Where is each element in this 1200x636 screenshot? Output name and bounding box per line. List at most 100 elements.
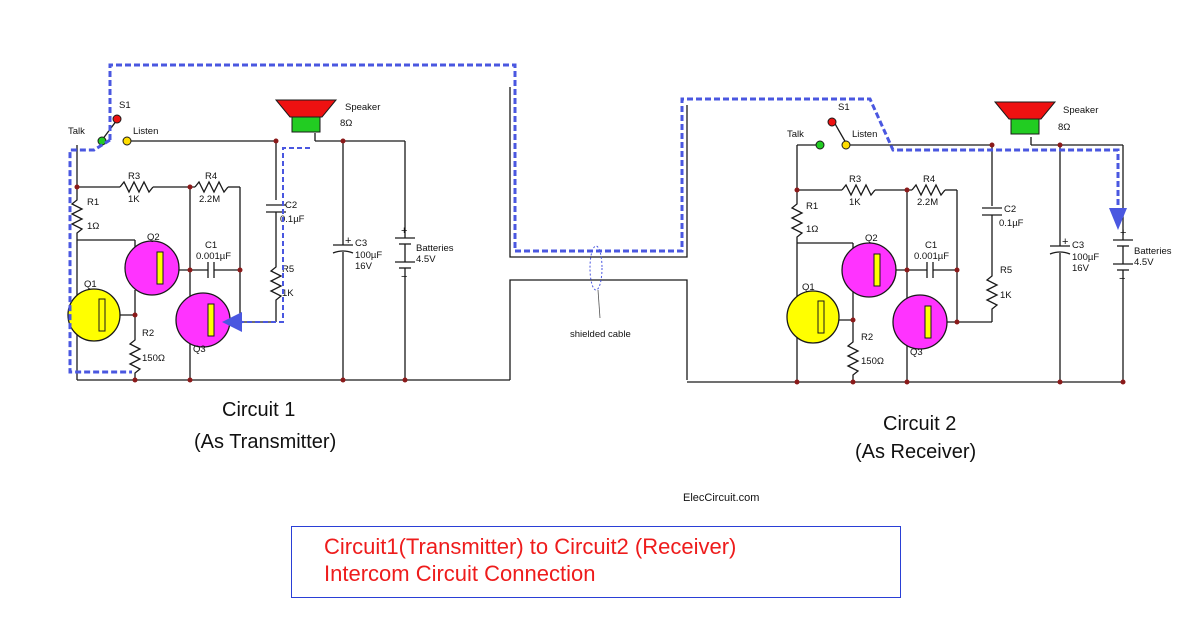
- r3-label: R3: [128, 171, 140, 182]
- r5-label: R5: [282, 264, 294, 275]
- listen-label: Listen: [852, 129, 877, 140]
- battery-plus: +: [1120, 227, 1126, 239]
- q1-label: Q1: [84, 279, 97, 290]
- caption-line-2: Intercom Circuit Connection: [324, 561, 596, 586]
- signal-arrow-circuit1: [222, 147, 310, 332]
- circuit1-title: Circuit 1: [222, 399, 295, 421]
- caption-box: Circuit1(Transmitter) to Circuit2 (Recei…: [291, 526, 901, 598]
- credit-text: ElecCircuit.com: [683, 492, 759, 504]
- transistor-q1-base: [98, 298, 106, 332]
- q3-label: Q3: [910, 347, 923, 358]
- r1-value: 1Ω: [87, 221, 99, 232]
- battery-plus: +: [401, 225, 407, 237]
- circuit-1-parts: + − +: [67, 99, 408, 383]
- c2-value: 0.1µF: [999, 218, 1024, 229]
- transistor-q1: [786, 290, 840, 344]
- r2-value: 150Ω: [861, 356, 884, 367]
- c2-value: 0.1µF: [280, 214, 305, 225]
- transistor-q3: [892, 294, 948, 350]
- transistor-q2-base: [156, 251, 164, 285]
- speaker-coil: [291, 116, 321, 133]
- r4-label: R4: [923, 174, 935, 185]
- switch-label: S1: [838, 102, 850, 113]
- circuit-1-labels: S1 Talk Listen Speaker 8Ω R1 1Ω R3 1K R4…: [68, 100, 454, 453]
- listen-label: Listen: [133, 126, 158, 137]
- r1-label: R1: [87, 197, 99, 208]
- r1-label: R1: [806, 201, 818, 212]
- transistor-q2-base: [873, 253, 881, 287]
- c3-value1: 100µF: [355, 250, 382, 261]
- battery-minus: −: [401, 271, 407, 283]
- c3-value2: 16V: [1072, 263, 1090, 274]
- r5-label: R5: [1000, 265, 1012, 276]
- q3-label: Q3: [193, 344, 206, 355]
- circuit1-subtitle: (As Transmitter): [194, 431, 336, 453]
- switch-talk: [815, 140, 825, 150]
- speaker-horn: [993, 101, 1057, 120]
- r5-value: 1K: [1000, 290, 1012, 301]
- r4-value: 2.2M: [917, 197, 938, 208]
- c3-value2: 16V: [355, 261, 373, 272]
- c3-plus: +: [1062, 236, 1068, 248]
- signal-arrow-circuit2: [1109, 208, 1127, 230]
- transistor-q2: [124, 240, 180, 296]
- c1-value: 0.001µF: [196, 251, 231, 262]
- r2-value: 150Ω: [142, 353, 165, 364]
- cable-label: shielded cable: [570, 329, 631, 340]
- c1-label: C1: [205, 240, 217, 251]
- talk-label: Talk: [787, 129, 804, 140]
- interconnect-cable: [509, 87, 688, 380]
- speaker-coil: [1010, 118, 1040, 135]
- r1-value: 1Ω: [806, 224, 818, 235]
- c2-label: C2: [285, 200, 297, 211]
- transistor-q3-base: [924, 305, 932, 339]
- batteries-label: Batteries: [416, 243, 454, 254]
- circuit-2: [687, 121, 1133, 383]
- r3-label: R3: [849, 174, 861, 185]
- c3-label: C3: [355, 238, 367, 249]
- r4-label: R4: [205, 171, 217, 182]
- speaker-label: Speaker: [1063, 105, 1098, 116]
- switch-talk: [97, 136, 107, 146]
- batteries-value: 4.5V: [416, 254, 436, 265]
- transistor-q2: [841, 242, 897, 298]
- r3-value: 1K: [128, 194, 140, 205]
- c3-label: C3: [1072, 240, 1084, 251]
- c3-plus: +: [345, 235, 351, 247]
- circuit-2-parts: + − +: [786, 101, 1126, 385]
- switch-label: S1: [119, 100, 131, 111]
- r5-value: 1K: [282, 288, 294, 299]
- speaker-label: Speaker: [345, 102, 380, 113]
- r2-label: R2: [861, 332, 873, 343]
- caption-line-1: Circuit1(Transmitter) to Circuit2 (Recei…: [324, 534, 737, 559]
- r3-value: 1K: [849, 197, 861, 208]
- speaker-ohm: 8Ω: [340, 118, 352, 129]
- transistor-q1: [67, 288, 121, 342]
- speaker-horn: [274, 99, 338, 118]
- battery-minus: −: [1119, 273, 1125, 285]
- switch-common: [112, 114, 122, 124]
- c3-value1: 100µF: [1072, 252, 1099, 263]
- c2-label: C2: [1004, 204, 1016, 215]
- c1-label: C1: [925, 240, 937, 251]
- switch-common: [827, 117, 837, 127]
- q2-label: Q2: [147, 232, 160, 243]
- circuit-2-labels: S1 Talk Listen Speaker 8Ω R1 1Ω R3 1K R4…: [787, 102, 1172, 463]
- circuit2-subtitle: (As Receiver): [855, 441, 976, 463]
- signal-path: [68, 63, 1120, 374]
- batteries-label: Batteries: [1134, 246, 1172, 257]
- transistor-q3-base: [207, 303, 215, 337]
- r2-label: R2: [142, 328, 154, 339]
- transistor-q1-base: [817, 300, 825, 334]
- talk-label: Talk: [68, 126, 85, 137]
- batteries-value: 4.5V: [1134, 257, 1154, 268]
- circuit2-title: Circuit 2: [883, 413, 956, 435]
- q2-label: Q2: [865, 233, 878, 244]
- circuit-1: [70, 119, 510, 381]
- r4-value: 2.2M: [199, 194, 220, 205]
- switch-listen: [122, 136, 132, 146]
- q1-label: Q1: [802, 282, 815, 293]
- speaker-ohm: 8Ω: [1058, 122, 1070, 133]
- transistor-q3: [175, 292, 231, 348]
